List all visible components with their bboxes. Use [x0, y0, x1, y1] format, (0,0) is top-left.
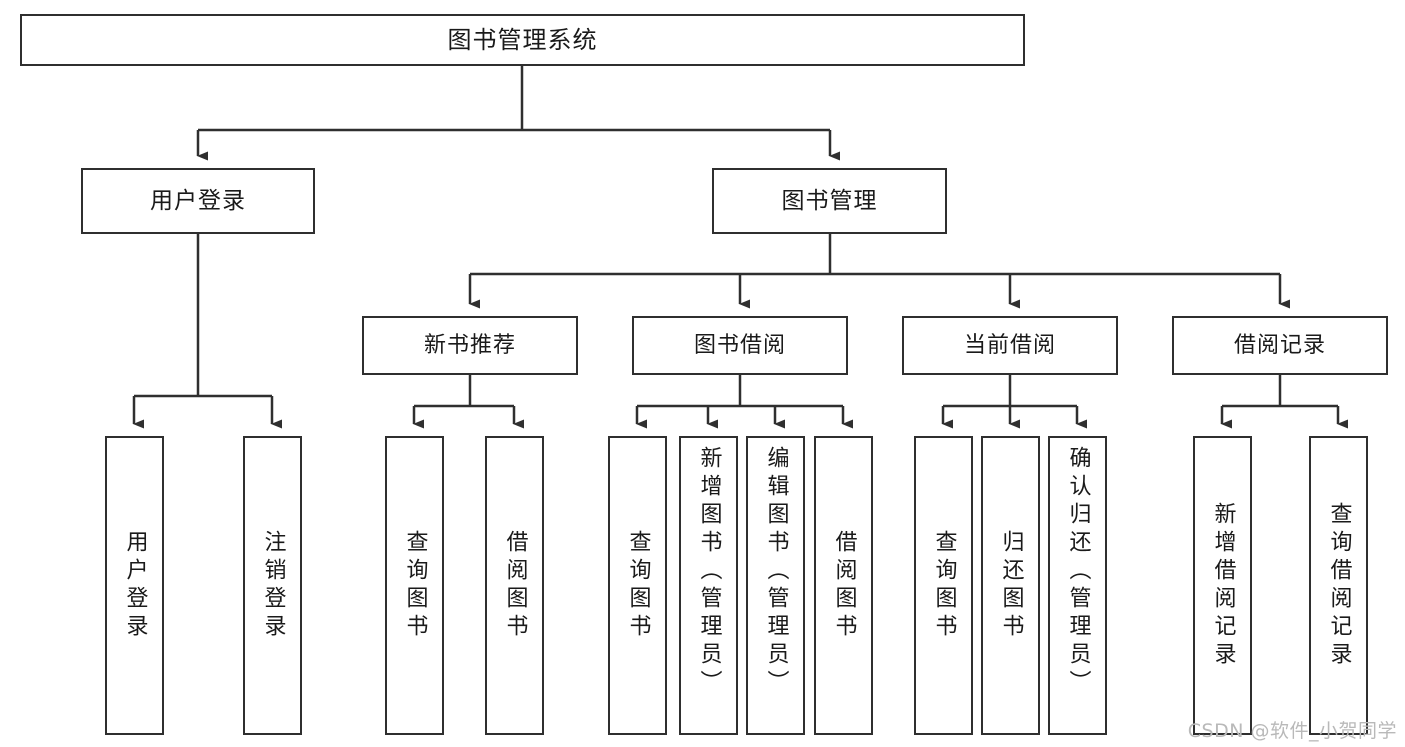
node-current-borrowing[interactable]: 当前借阅: [902, 316, 1118, 375]
leaf-add-book-admin[interactable]: 新增图书（管理员）: [679, 436, 738, 735]
leaf-add-borrowing-record[interactable]: 新增借阅记录: [1193, 436, 1252, 735]
leaf-edit-book-admin[interactable]: 编辑图书（管理员）: [746, 436, 805, 735]
csdn-watermark: CSDN @软件_小贺同学: [1187, 720, 1397, 742]
leaf-borrow-book-newbook[interactable]: 借阅图书: [485, 436, 544, 735]
node-new-book-recommendation[interactable]: 新书推荐: [362, 316, 578, 375]
node-label: 查询图书: [625, 529, 651, 642]
node-label: 借阅图书: [831, 529, 857, 642]
node-label: 当前借阅: [963, 332, 1056, 358]
node-label: 图书管理系统: [447, 26, 598, 54]
leaf-return-book[interactable]: 归还图书: [981, 436, 1040, 735]
node-label: 图书管理: [781, 187, 878, 214]
leaf-query-book-borrow[interactable]: 查询图书: [608, 436, 667, 735]
node-label: 用户登录: [150, 187, 246, 214]
leaf-borrow-book-borrow[interactable]: 借阅图书: [814, 436, 873, 735]
leaf-user-login[interactable]: 用户登录: [105, 436, 164, 735]
node-label: 图书借阅: [693, 332, 786, 358]
node-borrowing-records[interactable]: 借阅记录: [1172, 316, 1388, 375]
node-label: 查询图书: [931, 529, 957, 642]
leaf-confirm-return-admin[interactable]: 确认归还（管理员）: [1048, 436, 1107, 735]
node-label: 查询借阅记录: [1326, 501, 1352, 670]
node-label: 新增借阅记录: [1210, 501, 1236, 670]
node-label: 借阅记录: [1233, 332, 1326, 358]
node-user-login[interactable]: 用户登录: [81, 168, 315, 234]
node-book-management[interactable]: 图书管理: [712, 168, 947, 234]
leaf-query-borrowing-record[interactable]: 查询借阅记录: [1309, 436, 1368, 735]
leaf-logout-login[interactable]: 注销登录: [243, 436, 302, 735]
node-label: 查询图书: [402, 529, 428, 642]
node-label: 注销登录: [260, 529, 286, 642]
node-label: 新增图书（管理员）: [696, 446, 722, 698]
node-label: 用户登录: [122, 529, 148, 642]
leaf-query-book-newbook[interactable]: 查询图书: [385, 436, 444, 735]
node-label: 确认归还（管理员）: [1065, 446, 1091, 698]
leaf-query-book-current[interactable]: 查询图书: [914, 436, 973, 735]
node-book-borrowing[interactable]: 图书借阅: [632, 316, 848, 375]
node-label: 新书推荐: [423, 332, 516, 358]
node-root-book-management-system[interactable]: 图书管理系统: [20, 14, 1025, 66]
node-label: 归还图书: [998, 529, 1024, 642]
node-label: 编辑图书（管理员）: [763, 446, 789, 698]
node-label: 借阅图书: [502, 529, 528, 642]
